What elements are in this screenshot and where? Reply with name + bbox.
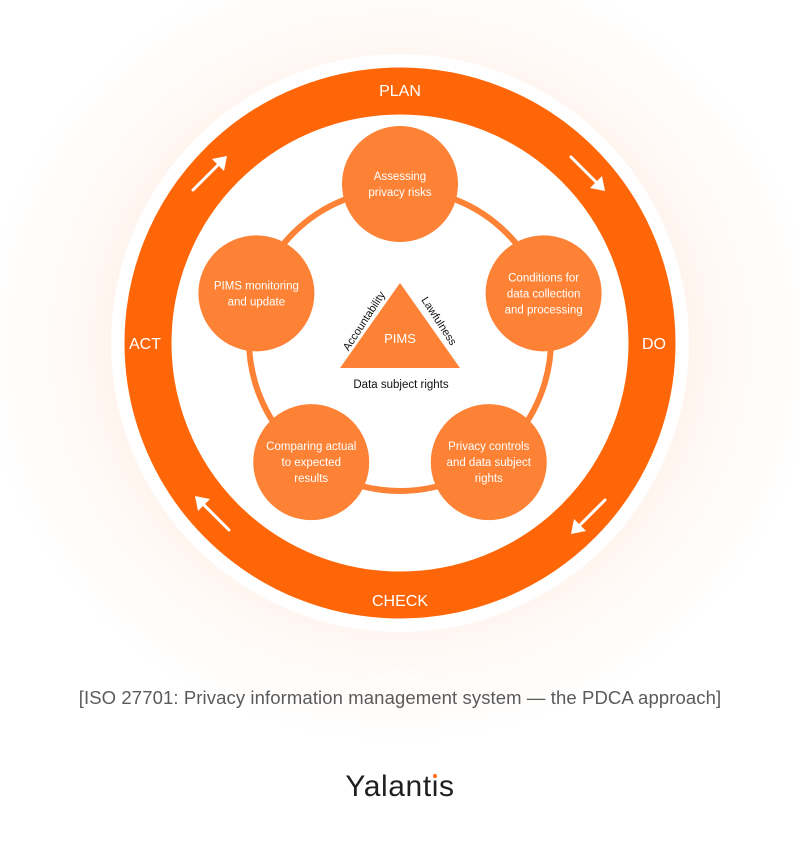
logo-text-start: Yalant: [345, 770, 432, 803]
logo-i: i: [432, 770, 439, 804]
step-privacy-controls: Privacy controls and data subject rights: [430, 404, 547, 521]
arrow-left-up-icon: [195, 496, 231, 532]
arrow-right-up-icon: [191, 156, 227, 192]
step-comparing-results: Comparing actual to expected results: [253, 404, 370, 521]
ghost-check-label: CHECK: [372, 666, 427, 683]
logo-accent-dot: [433, 774, 438, 778]
step-bubble: [430, 404, 547, 521]
pims-label: PIMS: [384, 331, 416, 346]
phase-label-act: ACT: [129, 336, 161, 353]
step-text-line: and processing: [505, 304, 583, 316]
step-text-line: and update: [228, 296, 286, 308]
step-text-line: Conditions for: [508, 272, 579, 284]
step-text-line: PIMS monitoring: [214, 280, 299, 292]
pdca-diagram: PLAN DO CHECK ACT Assessing privacy risks…: [124, 67, 676, 619]
step-text-line: and data subject: [447, 457, 532, 469]
step-text-line: Assessing: [374, 171, 426, 183]
step-text-line: Comparing actual: [266, 441, 356, 453]
step-text-line: rights: [475, 473, 503, 485]
step-assessing-risks: Assessing privacy risks: [342, 126, 458, 242]
step-data-conditions: Conditions for data collection and process…: [485, 235, 602, 352]
data-subject-rights-label: Data subject rights: [353, 379, 448, 391]
step-text-line: data collection: [507, 288, 581, 300]
figure-caption: [ISO 27701: Privacy information manageme…: [78, 687, 722, 708]
pdca-ring: [124, 67, 676, 619]
pims-triangle: [340, 283, 460, 368]
step-text-line: privacy risks: [368, 187, 432, 199]
logo-i-char: i: [431, 770, 440, 803]
phase-label-plan: PLAN: [379, 83, 421, 100]
logo-text-end: s: [439, 770, 455, 803]
step-bubble: [342, 126, 458, 242]
step-bubble: [253, 404, 370, 521]
step-bubble: [485, 235, 602, 352]
phase-label-check: CHECK: [372, 593, 428, 610]
step-pims-monitoring: PIMS monitoring and update: [198, 235, 315, 352]
step-text-line: results: [294, 473, 328, 485]
step-text-line: to expected: [282, 457, 341, 469]
arrow-right-down-icon: [569, 155, 605, 191]
arrow-left-down-icon: [571, 498, 607, 534]
phase-label-do: DO: [642, 336, 666, 353]
step-bubble: [198, 235, 315, 352]
step-text-line: Privacy controls: [448, 441, 529, 453]
